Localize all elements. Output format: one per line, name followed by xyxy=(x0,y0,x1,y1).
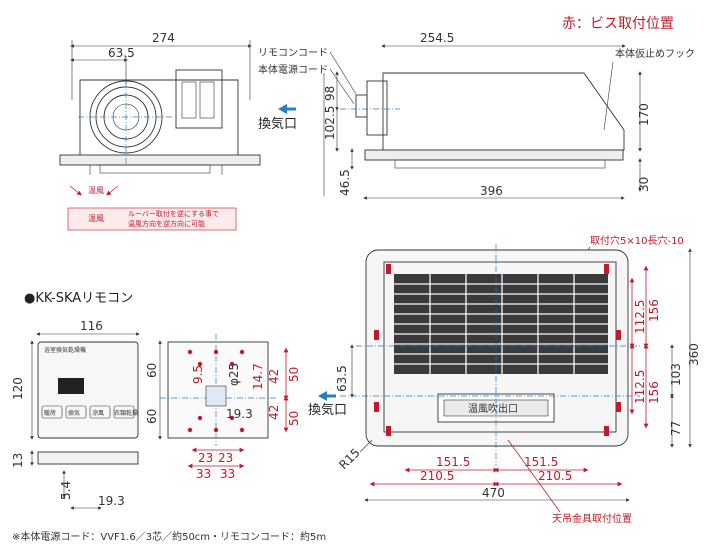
side-view: リモコンコード 本体電源コード 254.5 本体仮止めフック 換気口 98 10… xyxy=(258,31,695,200)
bottom-dim-210-5b: 210.5 xyxy=(538,469,572,483)
remote-button-label: 暖房 xyxy=(44,409,56,417)
front-legend-top: 温風 xyxy=(88,186,104,195)
plate-hole-dim: φ25 xyxy=(227,363,241,386)
plate-dim-42b: 42 xyxy=(267,405,281,420)
outlet-label: 温風吹出口 xyxy=(468,402,518,415)
louver-note-line2: 温風方向を逆方向に可能 xyxy=(128,219,205,228)
remote-panel-title: 浴室換気乾燥機 xyxy=(44,346,86,354)
front-width-dim: 274 xyxy=(152,31,175,45)
bottom-dim-156b: 156 xyxy=(647,381,661,404)
side-top-length-dim: 254.5 xyxy=(420,31,454,45)
bottom-dim-210-5a: 210.5 xyxy=(420,469,454,483)
remote-cord-label: リモコンコード xyxy=(258,48,328,59)
plate-dim-33b: 33 xyxy=(220,467,235,481)
bottom-dim-360: 360 xyxy=(687,343,701,366)
grill-slats xyxy=(394,274,608,374)
bottom-dim-103: 103 xyxy=(669,363,683,386)
front-view: 274 63.5 温風 温風 ルーバー取付を逆にする事で 温風方向を逆方向に可能 xyxy=(59,31,261,231)
screw-marks xyxy=(187,349,245,433)
plate-dim-50a: 50 xyxy=(287,367,301,382)
plate-dim-42a: 42 xyxy=(267,369,281,384)
bottom-view: 取付穴5×10長穴-10 温風吹出口 156 112. xyxy=(308,234,701,525)
remote-depth-dim: 13 xyxy=(11,453,25,468)
radius-label: R15 xyxy=(336,446,363,473)
hanger-label: 天吊金具取付位置 xyxy=(552,512,632,525)
hook-label: 本体仮止めフック xyxy=(615,47,695,60)
bottom-dim-112-5a: 112.5 xyxy=(633,300,647,334)
side-dim-46-5: 46.5 xyxy=(338,169,352,196)
plate-dim-50b: 50 xyxy=(287,411,301,426)
bottom-dim-63-5: 63.5 xyxy=(335,365,349,392)
remote-button-label: 衣類乾燥 xyxy=(114,409,138,417)
remote-button-label: 涼風 xyxy=(92,409,104,417)
remote-dim-19-3: 19.3 xyxy=(98,494,125,508)
remote-button[interactable] xyxy=(89,405,111,419)
side-height-dim: 170 xyxy=(637,103,651,126)
side-bottom-length-dim: 396 xyxy=(480,184,503,198)
bottom-exhaust-label: 換気口 xyxy=(308,402,347,418)
side-dim-102-5: 102.5 xyxy=(323,106,337,140)
bottom-dim-156a: 156 xyxy=(647,299,661,322)
remote-button-row: 暖房 換気 涼風 衣類乾燥 xyxy=(41,405,138,419)
footer-note: ※本体電源コード：VVF1.6／3芯／約50cm・リモコンコード：約5m xyxy=(12,530,326,543)
side-exhaust-label: 換気口 xyxy=(258,116,297,132)
duct-offset-dim: 63.5 xyxy=(108,46,135,60)
side-dim-98: 98 xyxy=(323,86,337,101)
remote-button[interactable] xyxy=(41,405,63,419)
bottom-dim-77: 77 xyxy=(669,421,683,436)
plate-dim-23b: 23 xyxy=(218,451,233,465)
remote-dim-5-4: 5.4 xyxy=(59,481,73,500)
remote-title: ●KK-SKAリモコン xyxy=(24,291,133,306)
remote-width-dim: 116 xyxy=(80,319,103,333)
plate-dim-60b: 60 xyxy=(145,409,159,424)
bottom-dim-470: 470 xyxy=(482,486,505,500)
slot-note: 取付穴5×10長穴-10 xyxy=(590,234,684,247)
bottom-dim-112-5b: 112.5 xyxy=(633,370,647,404)
mount-plate: 50 50 42 42 14.7 φ25 9.5 60 60 19.3 23 2… xyxy=(145,334,301,481)
front-legend-bottom: 温風 xyxy=(88,214,104,223)
bottom-dim-151-5a: 151.5 xyxy=(436,455,470,469)
remote-section: ●KK-SKAリモコン 116 120 浴室換気乾燥機 暖房 換気 涼風 衣類乾… xyxy=(11,291,140,510)
remote-button[interactable] xyxy=(65,405,87,419)
plate-dim-19-3: 19.3 xyxy=(226,407,253,421)
plate-dim-9-5: 9.5 xyxy=(191,365,205,384)
louver-note-line1: ルーバー取付を逆にする事で xyxy=(128,209,219,218)
plate-dim-60a: 60 xyxy=(145,363,159,378)
remote-button-label: 換気 xyxy=(68,409,80,417)
legend-note: 赤：ビス取付位置 xyxy=(562,16,674,32)
power-cord-label: 本体電源コード xyxy=(258,63,328,76)
bottom-dim-151-5b: 151.5 xyxy=(524,455,558,469)
plate-dim-14-7: 14.7 xyxy=(251,363,265,390)
remote-button[interactable] xyxy=(113,405,135,419)
side-dim-30: 30 xyxy=(637,177,651,192)
remote-height-dim: 120 xyxy=(11,377,25,400)
plate-dim-33a: 33 xyxy=(196,467,211,481)
plate-dim-23a: 23 xyxy=(198,451,213,465)
